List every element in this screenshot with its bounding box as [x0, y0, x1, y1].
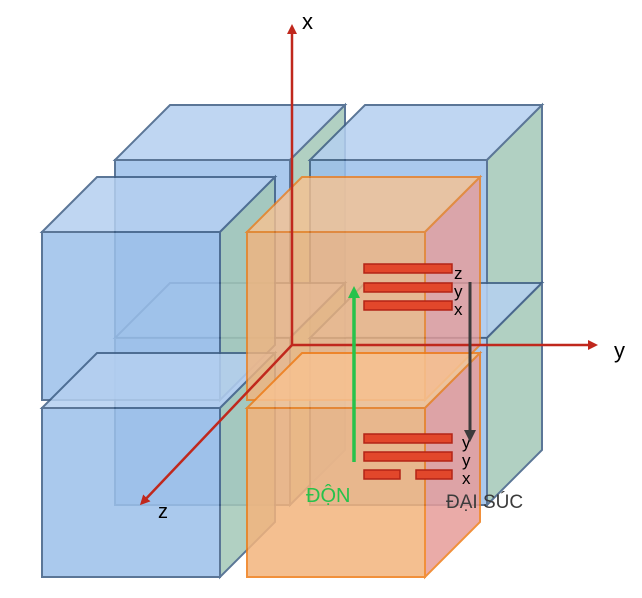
- trigram-lower: y y x: [363, 433, 471, 488]
- z-axis-label: z: [158, 501, 168, 523]
- y-axis-label: y: [614, 338, 625, 363]
- green-arrow-label: ĐỘN: [306, 484, 350, 507]
- trigram-upper-line-2: [363, 282, 453, 293]
- blue-cube-bottom-front-left: [39, 350, 278, 580]
- trigram-upper: z y x: [363, 263, 463, 319]
- trigram-upper-label-1: z: [454, 264, 463, 283]
- orange-cube-bottom: [244, 350, 483, 580]
- trigram-upper-label-3: x: [454, 300, 463, 319]
- trigram-lower-line-1: [363, 433, 453, 444]
- trigram-upper-label-2: y: [454, 282, 463, 301]
- trigram-lower-label-3: x: [462, 469, 471, 488]
- trigram-lower-label-2: y: [462, 451, 471, 470]
- dark-arrow-label: ĐẠI SÚC: [446, 491, 523, 513]
- trigram-lower-line-2: [363, 451, 453, 462]
- trigram-lower-line-3b: [415, 469, 453, 480]
- trigram-upper-line-1: [363, 263, 453, 274]
- x-axis-label: x: [302, 9, 313, 34]
- trigram-lower-label-1: y: [462, 433, 471, 452]
- z-axis: [139, 344, 293, 506]
- trigram-upper-line-3: [363, 300, 453, 311]
- trigram-lower-line-3a: [363, 469, 401, 480]
